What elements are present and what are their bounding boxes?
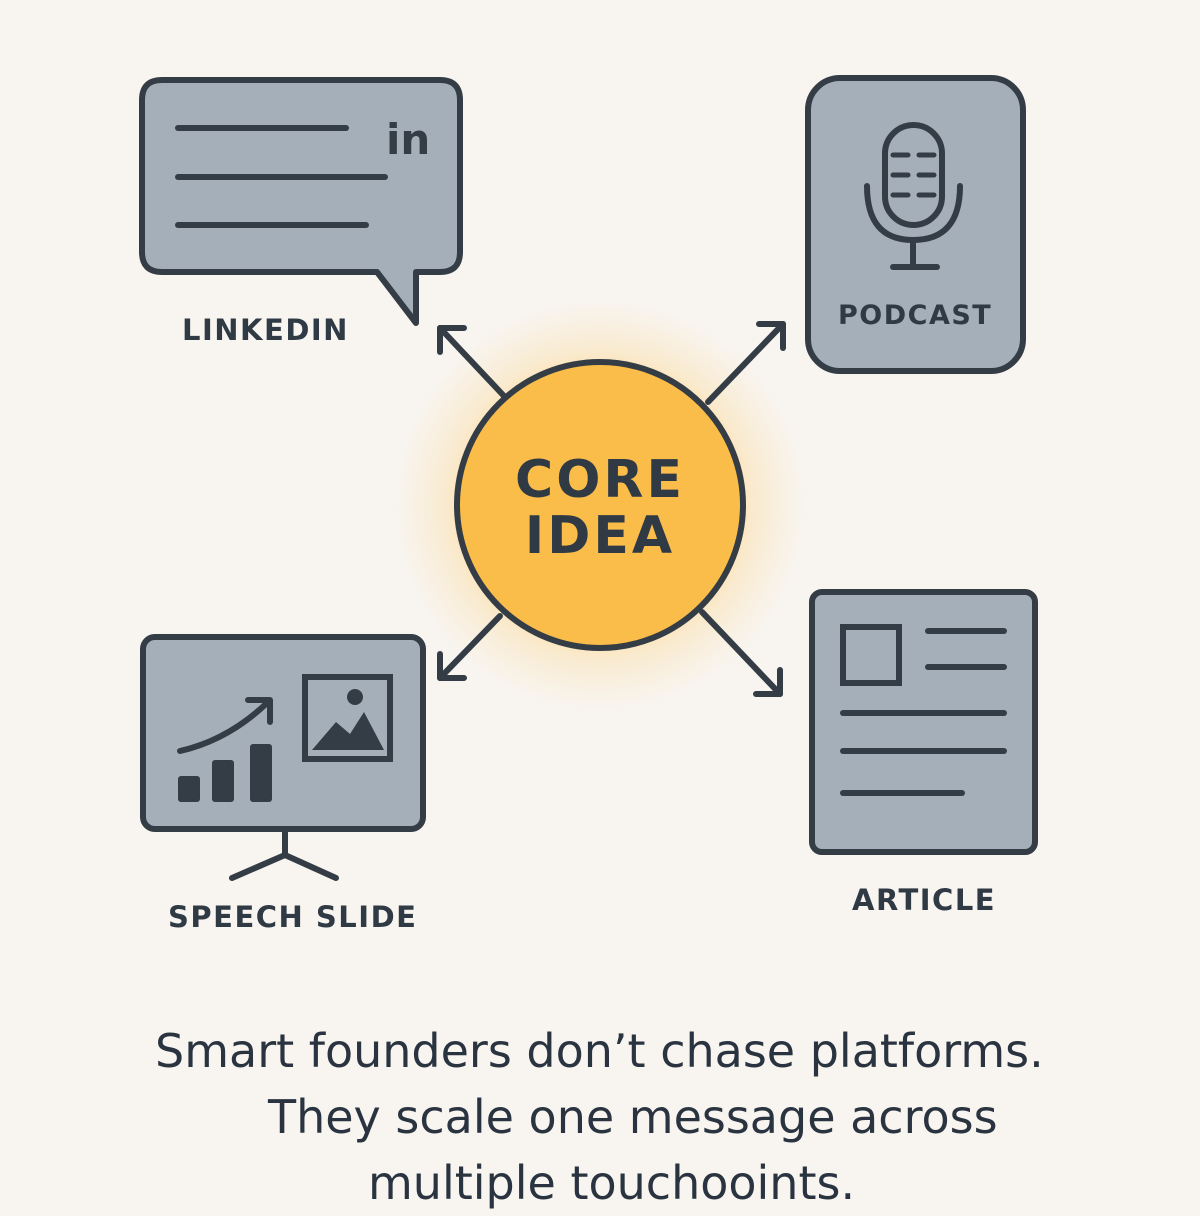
tagline-line-3: multiple touchooints. xyxy=(368,1156,856,1210)
arrow-to-linkedin xyxy=(437,325,507,399)
arrow-to-speech-slide xyxy=(437,613,503,681)
core-idea-label: CORE IDEA xyxy=(460,452,740,564)
linkedin-label: LINKEDIN xyxy=(182,313,349,347)
slide-bar-3 xyxy=(250,744,272,802)
document-icon xyxy=(809,589,1038,855)
tagline-line-1: Smart founders don’t chase platforms. xyxy=(155,1024,1044,1078)
tagline-line-2: They scale one message across xyxy=(268,1090,998,1144)
slide-bar-2 xyxy=(212,760,234,802)
core-idea-line-2: IDEA xyxy=(524,506,676,566)
speech-bubble-icon: in xyxy=(139,77,463,326)
podcast-label: PODCAST xyxy=(838,300,993,331)
connector-arrows xyxy=(437,321,786,697)
arrow-to-podcast xyxy=(705,321,786,405)
speech-slide-label: SPEECH SLIDE xyxy=(168,900,418,934)
linkedin-badge-icon: in xyxy=(386,115,430,164)
slide-bar-1 xyxy=(178,776,200,802)
arrow-to-article xyxy=(699,609,783,697)
core-idea-line-1: CORE xyxy=(515,450,685,510)
core-idea-circle xyxy=(454,359,746,651)
microphone-icon xyxy=(805,75,1026,374)
presentation-slide-icon xyxy=(140,634,426,881)
article-label: ARTICLE xyxy=(852,883,997,917)
